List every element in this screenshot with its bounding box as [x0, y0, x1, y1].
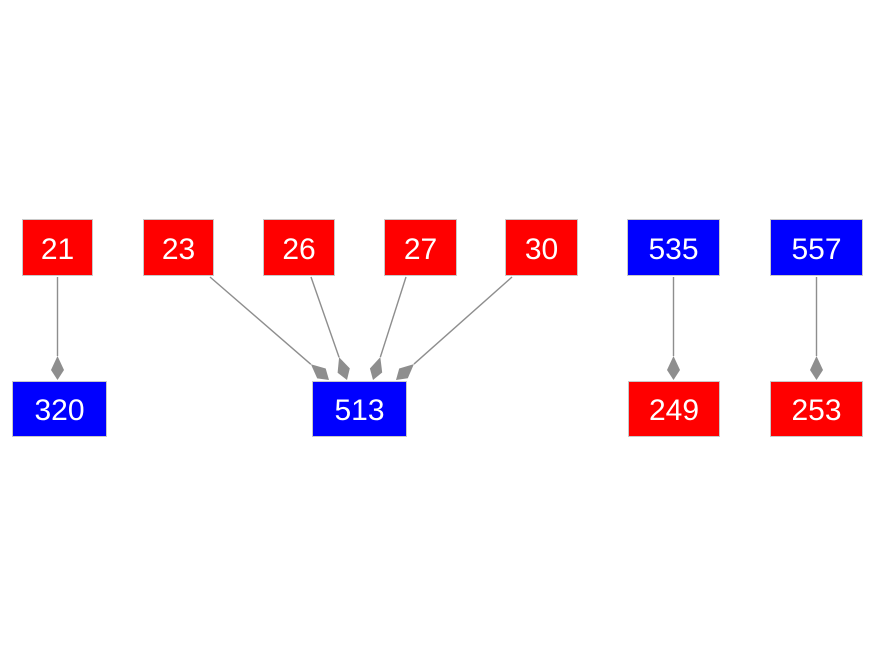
edge-557-to-253 [810, 277, 823, 380]
node-box-535: 535 [627, 219, 720, 276]
arrowhead-icon [396, 364, 414, 380]
node-label: 557 [791, 232, 842, 266]
edge-27-to-513 [369, 276, 407, 380]
node-label: 21 [40, 232, 75, 266]
arrowhead-icon [337, 357, 350, 380]
edge-line [209, 276, 312, 365]
arrowhead-icon [667, 356, 680, 380]
node-box-21: 21 [22, 219, 93, 276]
node-box-23: 23 [143, 219, 214, 276]
edge-line [413, 276, 513, 365]
arrowhead-icon [369, 357, 383, 380]
edge-21-to-320 [51, 277, 64, 380]
node-box-249: 249 [628, 381, 720, 437]
arrowhead-icon [310, 364, 329, 380]
node-box-30: 30 [505, 219, 578, 276]
node-label: 23 [161, 232, 196, 266]
edge-23-to-513 [209, 276, 329, 380]
arrowhead-icon [810, 356, 823, 380]
node-box-557: 557 [770, 219, 863, 276]
node-label: 30 [524, 232, 559, 266]
edge-30-to-513 [396, 276, 513, 380]
node-label: 249 [648, 394, 700, 427]
edge-line [379, 276, 407, 358]
edge-26-to-513 [310, 276, 350, 380]
edge-line [310, 276, 340, 358]
node-box-320: 320 [12, 381, 107, 437]
node-box-27: 27 [384, 219, 457, 276]
edge-535-to-249 [667, 277, 680, 380]
node-label: 535 [648, 232, 699, 266]
node-label: 26 [282, 232, 316, 266]
node-box-26: 26 [263, 219, 335, 276]
node-label: 253 [791, 394, 842, 427]
node-box-253: 253 [770, 381, 863, 437]
node-box-513: 513 [312, 381, 407, 437]
node-label: 320 [34, 394, 85, 427]
arrowhead-icon [51, 356, 64, 380]
node-label: 513 [334, 394, 385, 427]
node-label: 27 [403, 232, 438, 266]
